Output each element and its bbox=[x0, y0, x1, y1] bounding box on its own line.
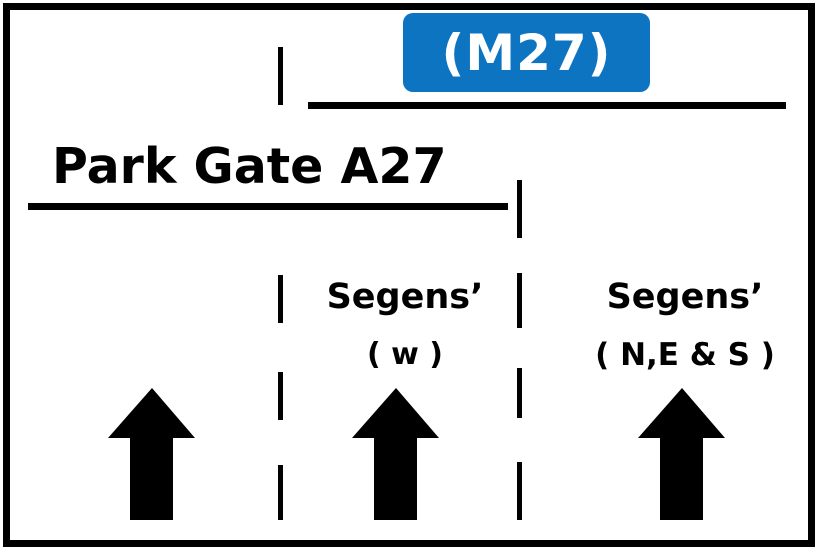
lane-divider-left bbox=[278, 275, 283, 520]
ahead-arrow-icon bbox=[108, 388, 195, 520]
route-line-m27 bbox=[308, 102, 786, 109]
destination-park-gate: Park Gate A27 bbox=[52, 138, 447, 195]
destination-segens-west: Segens’ bbox=[326, 277, 484, 317]
ahead-arrow-icon bbox=[638, 388, 725, 520]
lane-divider-upper bbox=[278, 47, 283, 105]
ahead-arrow-icon bbox=[352, 388, 439, 520]
route-line-park-gate bbox=[28, 203, 508, 210]
destination-segens-nes: Segens’ bbox=[606, 277, 764, 317]
lane-divider-right bbox=[517, 180, 522, 520]
destination-segens-west-direction: ( w ) bbox=[366, 337, 444, 372]
destination-segens-nes-direction: ( N,E & S ) bbox=[595, 337, 775, 373]
route-badge-m27: (M27) bbox=[403, 13, 650, 92]
